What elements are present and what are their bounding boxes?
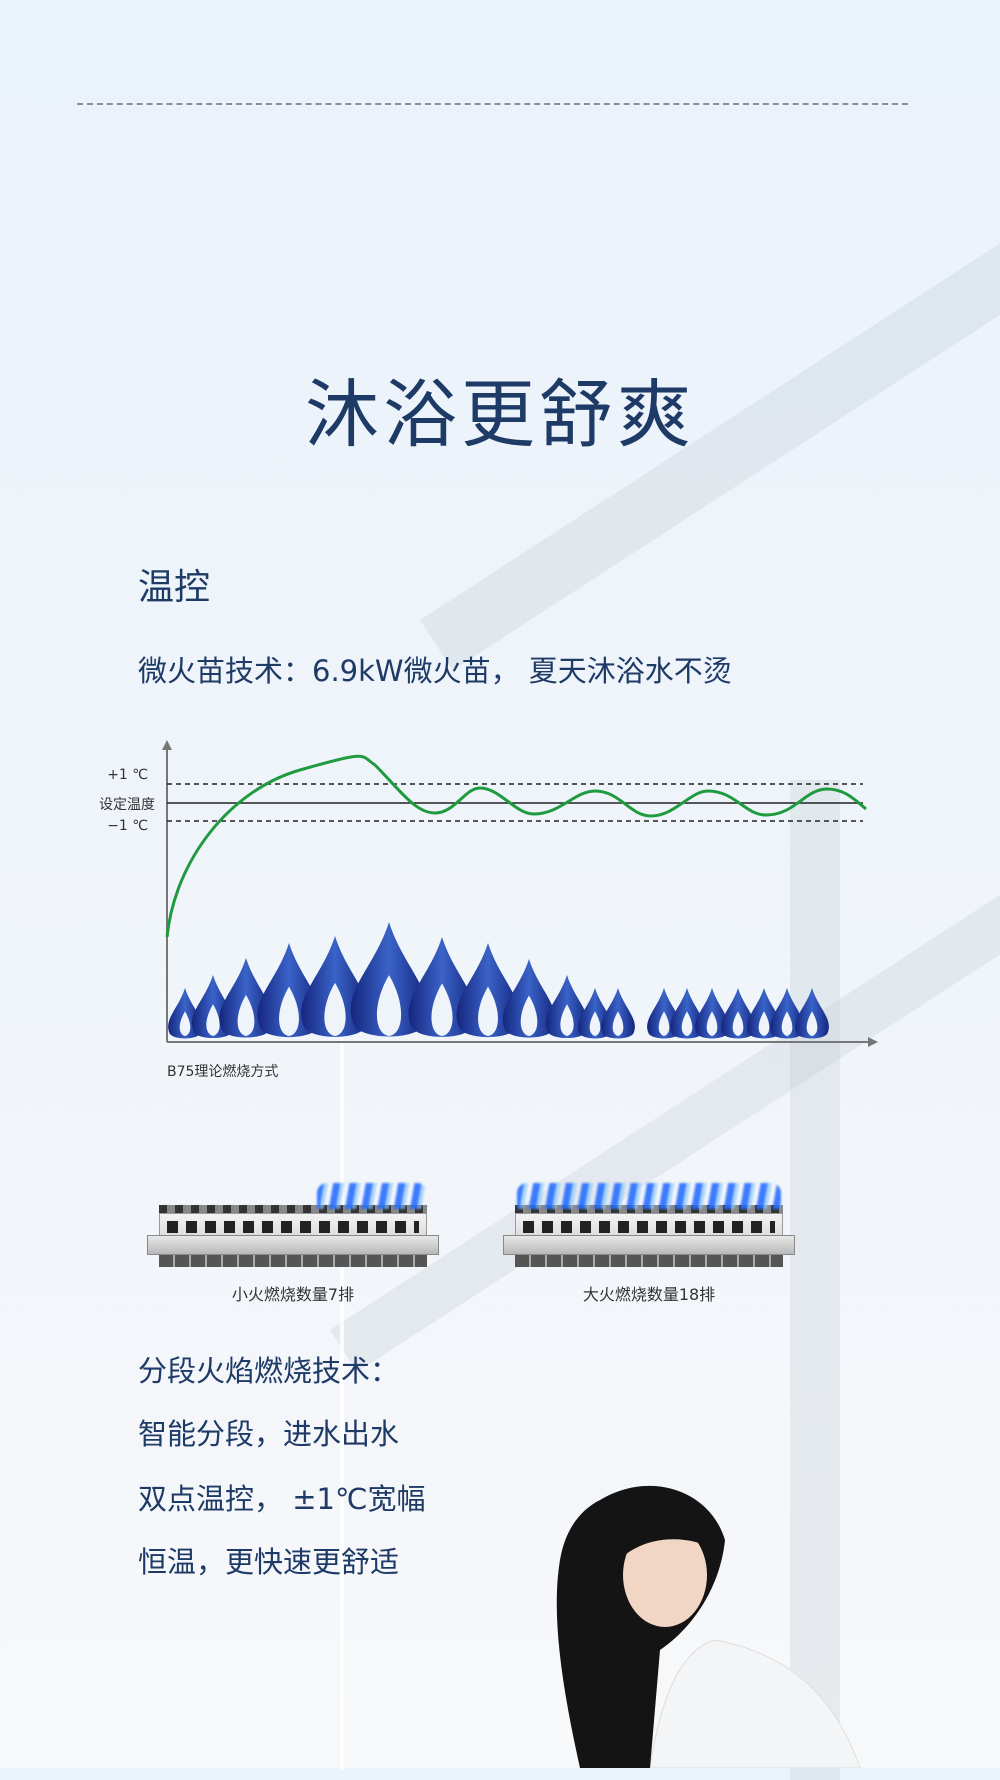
flame-core (732, 1011, 744, 1036)
flame-core (520, 995, 538, 1036)
flame-core (237, 994, 255, 1036)
small-fire-label: 小火燃烧数量7排 (231, 1285, 355, 1304)
window-shadow (340, 1010, 344, 1770)
lower-limit-label: −1 ℃ (107, 818, 148, 834)
flame-core (324, 982, 346, 1036)
flame-core (560, 1004, 574, 1036)
flame-core (589, 1011, 601, 1036)
y-axis-arrow (162, 740, 172, 750)
x-axis-arrow (868, 1037, 878, 1047)
page-title: 沐浴更舒爽 (305, 372, 695, 458)
paragraph-line: 智能分段，进水出水 (138, 1417, 400, 1451)
burner-small-fire (147, 1183, 439, 1269)
temperature-chart (162, 740, 878, 1047)
flame-core (478, 986, 498, 1036)
woman-photo (556, 1485, 861, 1768)
flame-core (658, 1011, 670, 1036)
chart-caption: B75理论燃烧方式 (167, 1064, 279, 1080)
burner-large-fire (503, 1183, 795, 1269)
large-fire-label: 大火燃烧数量18排 (582, 1285, 716, 1304)
paragraph-line: 恒温，更快速更舒适 (138, 1545, 400, 1579)
flame-core (806, 1011, 818, 1036)
flame-core (179, 1011, 191, 1036)
flames-group (168, 922, 829, 1039)
flame-core (279, 986, 299, 1036)
paragraph-line: 分段火焰燃烧技术： (138, 1354, 400, 1388)
flame-core (376, 975, 402, 1036)
flame-core (706, 1011, 718, 1036)
flame-core (612, 1011, 624, 1036)
flame-core (781, 1011, 793, 1036)
window-shadow (790, 780, 840, 1780)
set-temperature-label: 设定温度 (99, 797, 155, 813)
temperature-curve (165, 754, 867, 938)
flame-core (206, 1004, 220, 1036)
upper-limit-label: +1 ℃ (107, 767, 148, 783)
flame-core (431, 983, 453, 1036)
flame-core (681, 1011, 693, 1036)
dashed-divider (77, 103, 908, 105)
section-heading: 温控 (138, 567, 211, 608)
paragraph-line: 双点温控， ±1℃宽幅 (138, 1482, 426, 1516)
flame-core (758, 1011, 770, 1036)
subtitle: 微火苗技术：6.9kW微火苗， 夏天沐浴水不烫 (138, 654, 732, 688)
